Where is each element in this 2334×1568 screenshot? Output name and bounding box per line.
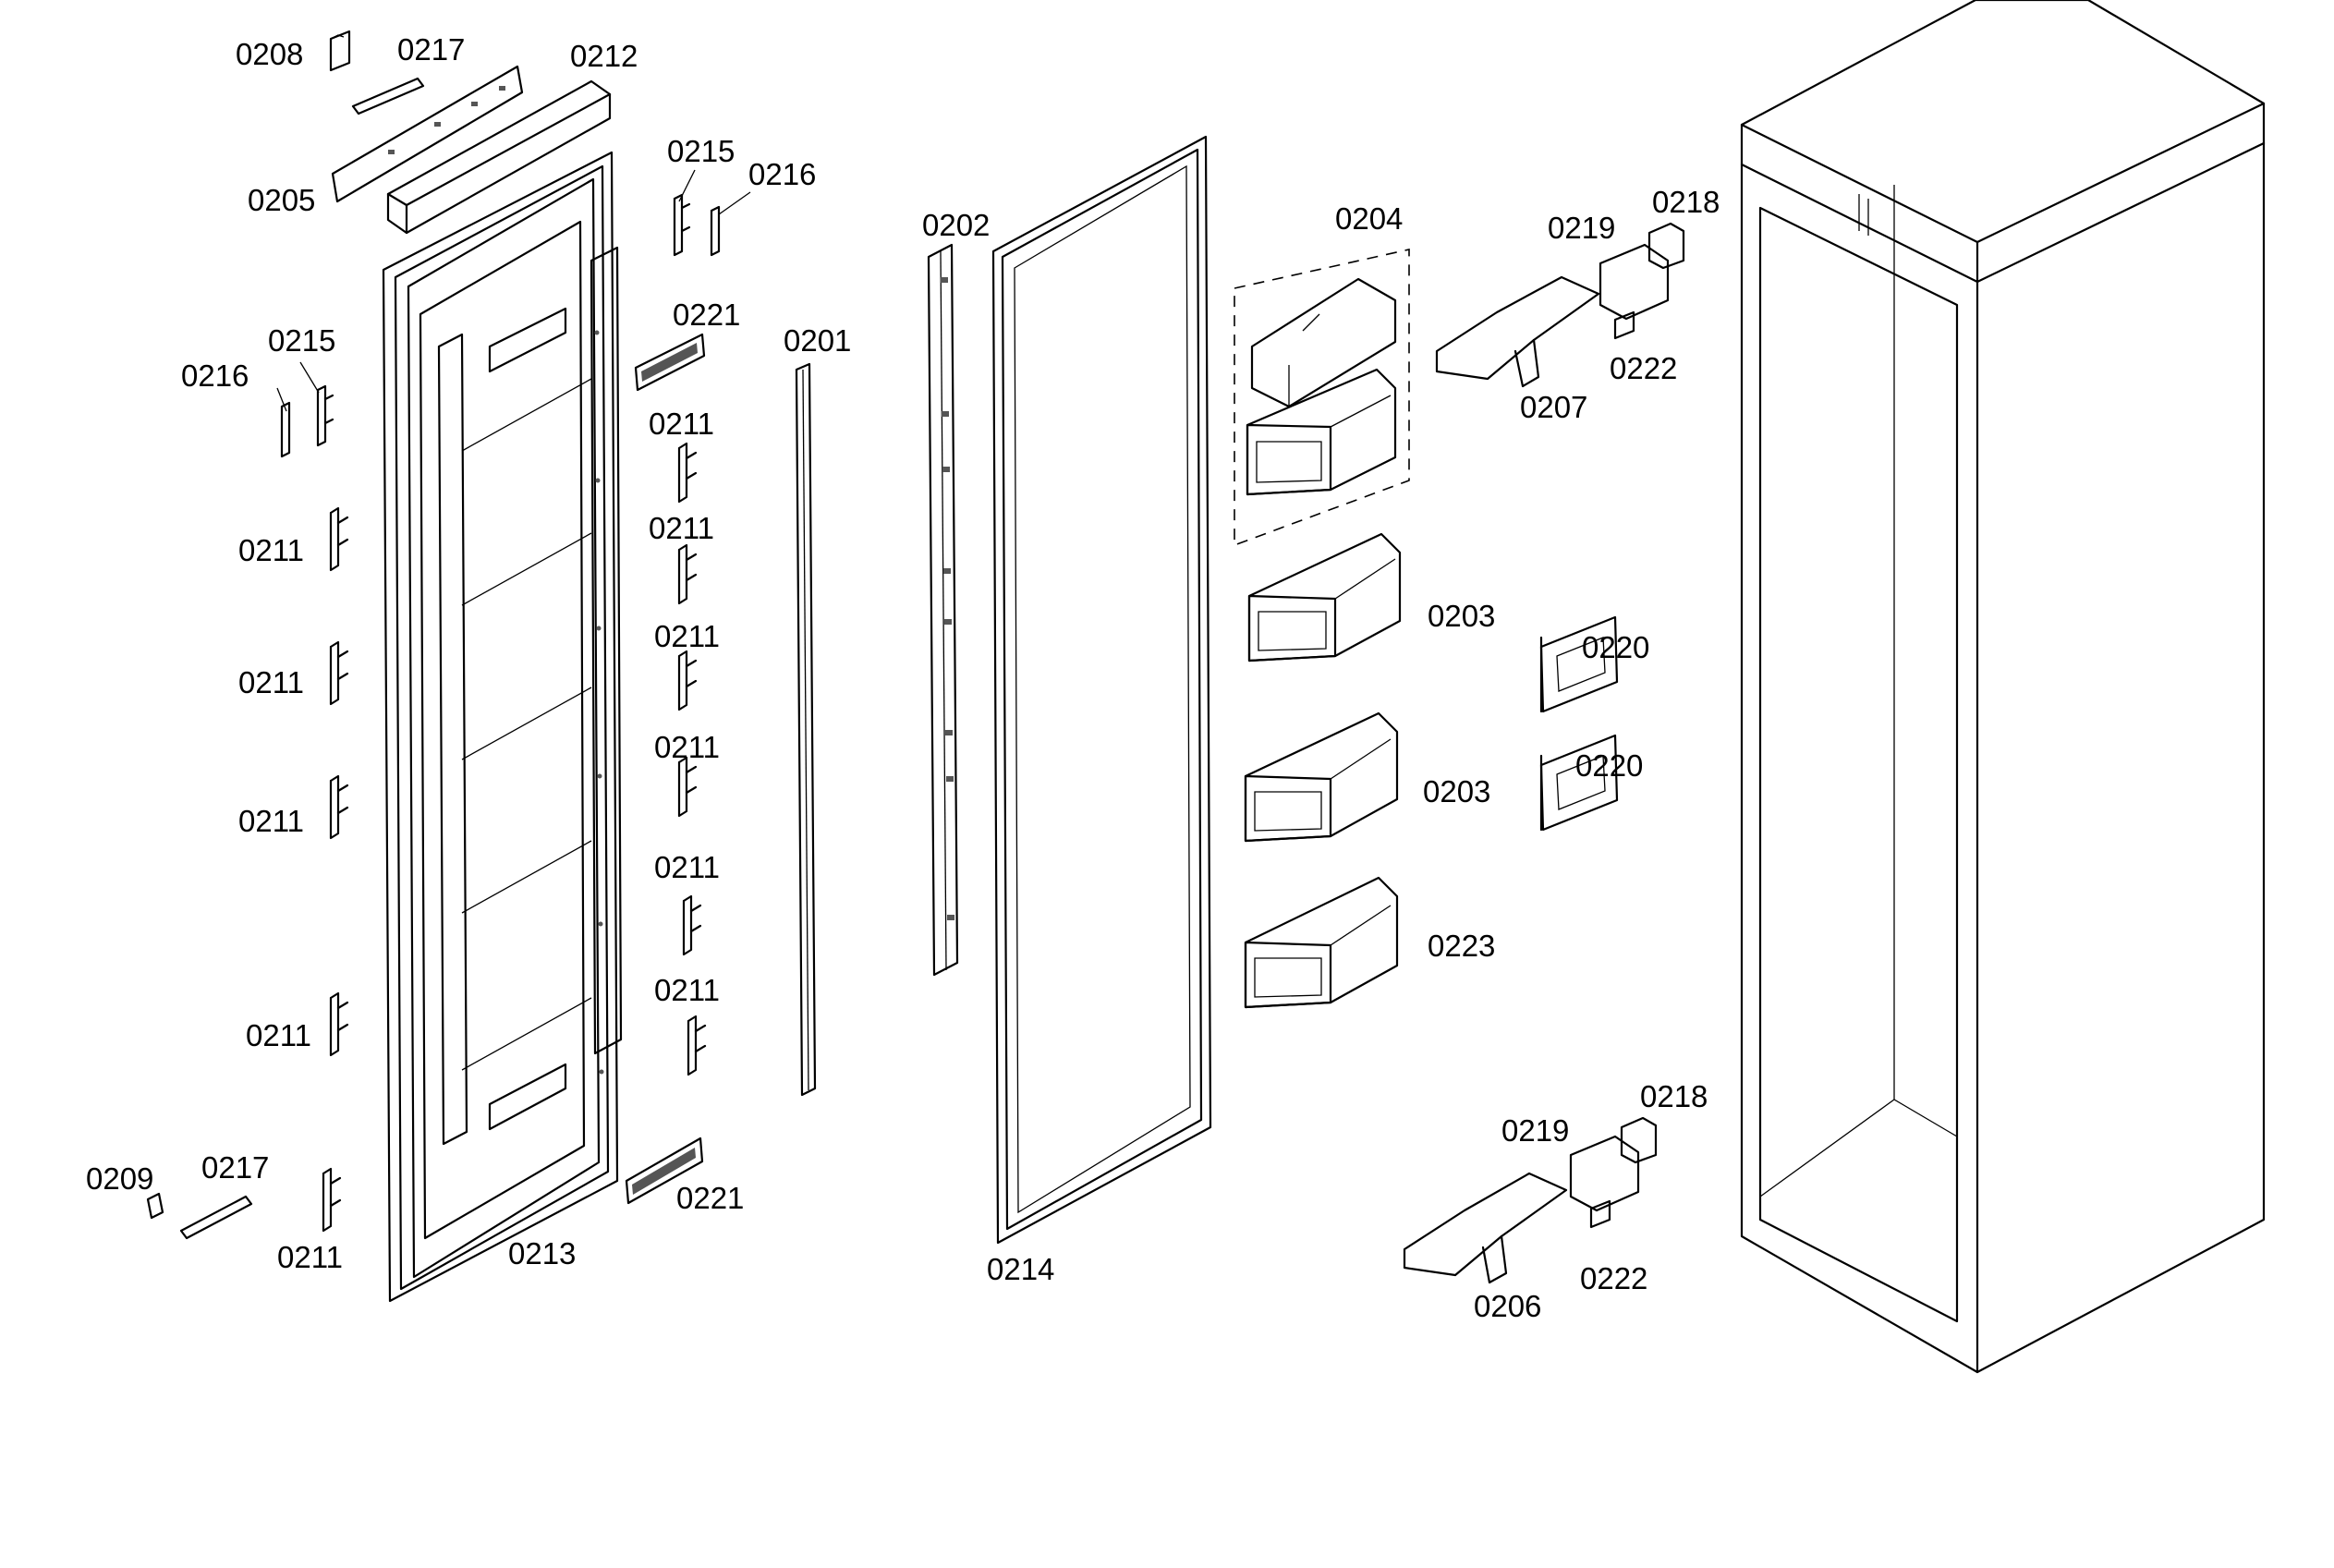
label-0214: 0214 xyxy=(987,1252,1054,1286)
label-0211-left-2: 0211 xyxy=(238,665,304,699)
label-0209: 0209 xyxy=(86,1161,153,1196)
part-number-labels: 0208 0217 0212 0205 0215 0216 0216 0215 … xyxy=(86,32,1720,1323)
label-0203-lower: 0203 xyxy=(1423,774,1490,808)
label-0213: 0213 xyxy=(508,1236,576,1270)
label-0222-top: 0222 xyxy=(1610,351,1677,385)
bin-brackets xyxy=(1539,615,1619,832)
label-0211-mid-6: 0211 xyxy=(654,973,720,1007)
label-0211-left-4: 0211 xyxy=(246,1018,311,1052)
label-0219-bottom: 0219 xyxy=(1501,1113,1569,1148)
label-0220-upper: 0220 xyxy=(1582,630,1649,664)
top-trim-parts xyxy=(329,30,612,235)
hinge-rail xyxy=(927,243,959,977)
door-stop-blocks xyxy=(625,333,706,1205)
label-0202: 0202 xyxy=(922,208,990,242)
label-0223: 0223 xyxy=(1428,929,1495,963)
label-0220-lower: 0220 xyxy=(1575,748,1643,783)
label-0208: 0208 xyxy=(236,37,303,71)
label-0219-top: 0219 xyxy=(1548,211,1615,245)
label-0206: 0206 xyxy=(1474,1289,1541,1323)
label-0211-left-1: 0211 xyxy=(238,533,304,567)
label-0216-left: 0216 xyxy=(181,359,249,393)
label-0222-bottom: 0222 xyxy=(1580,1261,1647,1295)
leader-lines xyxy=(276,169,751,412)
freezer-door-liner xyxy=(382,151,623,1303)
label-0217-top: 0217 xyxy=(397,32,465,67)
label-0217-bottom: 0217 xyxy=(201,1150,269,1185)
label-0211-mid-1: 0211 xyxy=(649,407,714,441)
label-0201: 0201 xyxy=(784,323,851,358)
hinge-clips xyxy=(280,193,721,1233)
label-0211-mid-3: 0211 xyxy=(654,619,720,653)
label-0211-mid-5: 0211 xyxy=(654,850,720,884)
label-0211-left-5: 0211 xyxy=(277,1240,343,1274)
label-0221-bottom: 0221 xyxy=(676,1181,744,1215)
gasket-strip xyxy=(795,362,817,1097)
label-0211-mid-2: 0211 xyxy=(649,511,714,545)
label-0207: 0207 xyxy=(1520,390,1587,424)
door-bins xyxy=(1234,249,1410,1009)
label-0216-top: 0216 xyxy=(748,157,816,191)
label-0203-upper: 0203 xyxy=(1428,599,1495,633)
label-0218-top: 0218 xyxy=(1652,185,1720,219)
label-0215-top: 0215 xyxy=(667,134,735,168)
label-0218-bottom: 0218 xyxy=(1640,1079,1708,1113)
label-0204: 0204 xyxy=(1335,201,1403,236)
label-0205: 0205 xyxy=(248,183,315,217)
label-0212: 0212 xyxy=(570,39,638,73)
refrigerator-cabinet xyxy=(1740,0,2266,1374)
lower-hinge xyxy=(1403,1116,1658,1284)
label-0215-left: 0215 xyxy=(268,323,335,358)
door-panel xyxy=(991,135,1212,1245)
label-0221-top: 0221 xyxy=(673,298,740,332)
upper-hinge xyxy=(1435,222,1685,388)
bottom-trim-parts xyxy=(146,1192,253,1240)
label-0211-left-3: 0211 xyxy=(238,804,304,838)
label-0211-mid-4: 0211 xyxy=(654,730,720,764)
